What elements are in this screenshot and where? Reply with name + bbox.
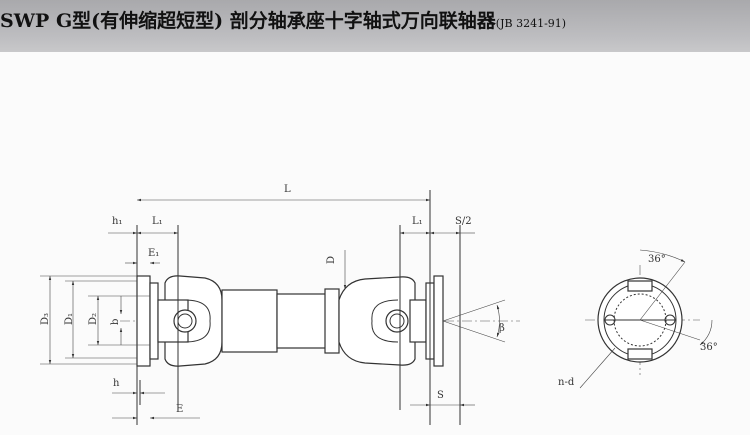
shaft [221,288,340,354]
label-L1-left: L₁ [152,216,163,227]
label-angle-right: 36° [700,342,718,353]
label-b: b [110,319,121,325]
right-yoke [338,190,506,425]
left-yoke [157,225,223,410]
label-E1: E₁ [148,248,159,259]
title-standard: (JB 3241-91) [495,17,567,30]
label-L1-right: L₁ [412,216,423,227]
label-h1: h₁ [112,216,122,227]
label-angle-top: 36° [648,254,666,265]
label-D2: D₂ [88,313,99,325]
end-view [579,249,713,389]
label-L: L [284,184,291,195]
label-D3: D₃ [40,313,51,325]
dimensions [40,198,500,420]
title-band: SWP G型(有伸缩超短型) 剖分轴承座十字轴式万向联轴器(JB 3241-91… [0,0,750,52]
title-main: SWP G型(有伸缩超短型) 剖分轴承座十字轴式万向联轴器 [0,10,496,32]
label-beta: β [499,323,505,334]
page-title: SWP G型(有伸缩超短型) 剖分轴承座十字轴式万向联轴器(JB 3241-91… [0,6,566,33]
label-D1: D₁ [64,313,75,325]
dimension-labels: L h₁ L₁ E₁ D₃ D₁ D₂ b h E D L₁ S/2 β S 3… [40,184,718,415]
label-S-half: S/2 [455,216,472,227]
label-D: D [326,256,337,264]
label-E: E [176,404,183,415]
label-h: h [113,378,120,389]
label-n-d: n-d [558,377,575,388]
label-S: S [437,390,444,401]
